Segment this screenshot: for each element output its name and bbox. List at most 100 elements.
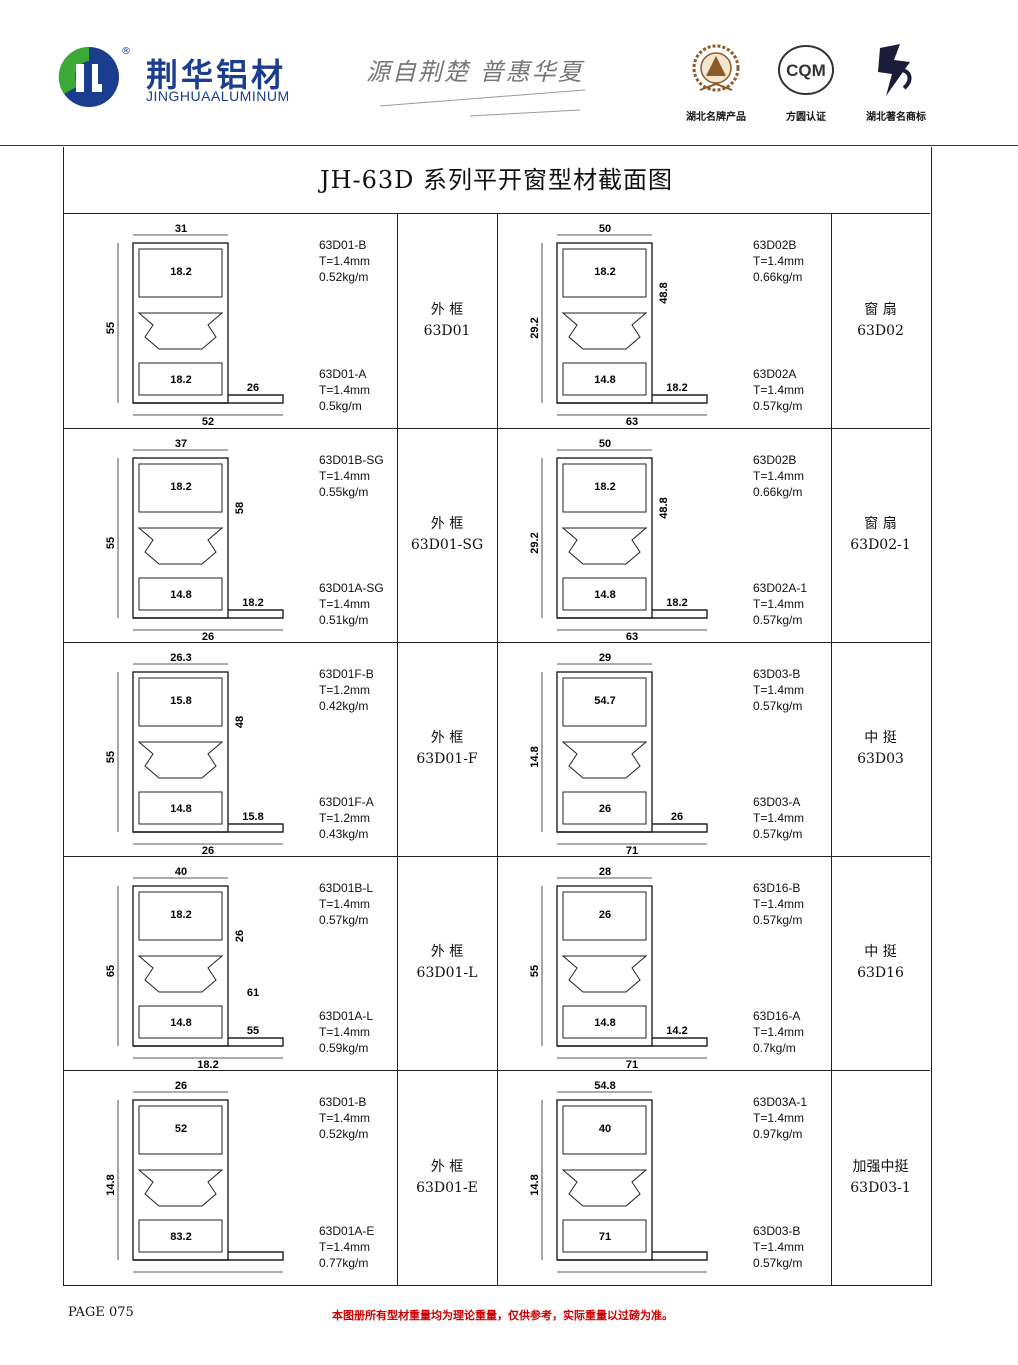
dimension-label: 26 [234,930,246,942]
profile-chamber [562,577,647,611]
dimension-label: 50 [599,223,611,235]
spec-line: 0.57kg/m [753,827,803,841]
profile-type: 外 框 [430,730,464,746]
dimension-label: 48.8 [658,497,670,518]
thermal-break-strip [137,312,224,350]
profile-chamber [562,891,647,941]
spec-line: 63D01-A [319,367,367,381]
dimension-label: 14.8 [170,803,191,815]
spec-line: T=1.4mm [319,897,371,911]
profile-code: 63D01-SG [410,537,484,553]
cert-hubei-brand: 湖北名牌产品 [676,40,756,123]
dimension-label: 14.8 [529,746,541,767]
spec-line: T=1.4mm [753,254,805,268]
spec-line: 63D01B-L [319,881,374,895]
profile-chamber [562,1105,647,1155]
slogan-underline [380,89,586,117]
profile-flange [557,823,708,833]
spec-line: 0.57kg/m [753,699,803,713]
dimension-label: 18.2 [170,374,191,386]
dimension-label: 18.2 [197,1059,218,1071]
dimension-label: 14.8 [170,589,191,601]
dimension-label: 63 [626,631,638,643]
spec-line: T=1.4mm [753,469,805,483]
spec-line: T=1.4mm [753,383,805,397]
spec-line: 0.52kg/m [319,1127,369,1141]
dimension-label: 14.8 [594,1017,615,1029]
dimension-label: 26 [247,382,259,394]
dimension-label: 37 [175,438,187,450]
profile-chamber [138,577,223,611]
spec-line: 63D01-B [319,238,367,252]
spec-line: 63D16-A [753,1009,801,1023]
profile-code: 63D03 [857,751,904,767]
spec-line: 0.57kg/m [319,913,369,927]
dimension-label: 15.8 [170,695,191,707]
dimension-label: 26 [599,803,611,815]
dimension-label: 71 [626,845,638,857]
dimension-label: 29 [599,652,611,664]
profile-type: 中 挺 [864,944,897,960]
spec-line: T=1.2mm [319,683,371,697]
left-profile-name-cell: 外 框 63D01-F [397,642,498,856]
dimension-label: 14.8 [170,1017,191,1029]
profile-code: 63D01-F [416,751,478,767]
dimension-label: 55 [105,751,117,763]
spec-line: 0.77kg/m [319,1256,369,1270]
profile-chamber [562,362,647,396]
profile-type: 外 框 [430,1158,464,1175]
weight-disclaimer: 本图册所有型材重量均为理论重量，仅供参考，实际重量以过磅为准。 [332,1309,673,1322]
cert-cqm: CQM 方圆认证 [766,40,846,123]
spec-line: T=1.4mm [319,597,371,611]
dimension-label: 14.2 [666,1025,687,1037]
dimension-label: 48.8 [658,282,670,303]
spec-line: 63D01A-SG [319,581,384,595]
spec-line: 63D03-B [753,1224,801,1238]
page-title: JH-63D 系列平开窗型材截面图 [63,148,930,214]
dimension-label: 48 [234,716,246,728]
dimension-label: 14.8 [594,589,615,601]
dimension-label: 31 [175,223,187,235]
spec-line: T=1.4mm [319,1025,371,1039]
spec-line: 0.57kg/m [753,399,803,413]
spec-line: 0.57kg/m [753,913,803,927]
spec-line: T=1.4mm [753,1025,805,1039]
dimension-label: 55 [529,965,541,977]
spec-line: 63D03-B [753,667,801,681]
spec-line: T=1.4mm [753,683,805,697]
catalog-table [63,147,932,1286]
dimension-label: 14.8 [105,1174,117,1195]
dimension-label: 55 [105,537,117,549]
spec-top: 63D01B-L T=1.4mm 0.57kg/m [319,880,373,928]
svg-text:CQM: CQM [786,61,826,80]
profile-flange [557,1037,708,1047]
dimension-label: 18.2 [594,481,615,493]
profile-chamber [138,1219,223,1253]
dimension-label: 71 [626,1059,638,1071]
spec-line: T=1.4mm [753,1240,805,1254]
page-number: PAGE 075 [68,1305,134,1320]
thermal-break-strip [561,312,648,350]
